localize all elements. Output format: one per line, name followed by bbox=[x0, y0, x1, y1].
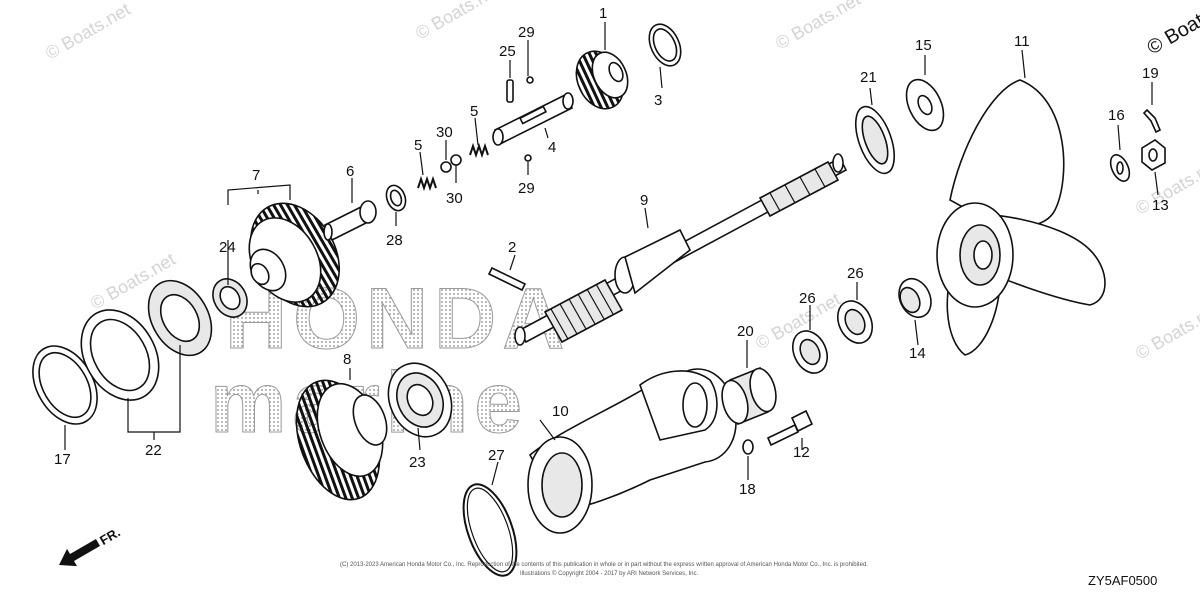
callout-23: 23 bbox=[409, 454, 426, 471]
pin-25 bbox=[507, 80, 513, 102]
callout-5-left: 5 bbox=[414, 137, 422, 154]
shift-shaft-4 bbox=[493, 93, 573, 145]
clip-28 bbox=[383, 183, 409, 214]
callout-22: 22 bbox=[145, 442, 162, 459]
callout-8: 8 bbox=[343, 351, 351, 368]
callout-17: 17 bbox=[54, 451, 71, 468]
callout-27: 27 bbox=[488, 447, 505, 464]
callout-10: 10 bbox=[552, 403, 569, 420]
washer-16 bbox=[1107, 152, 1133, 184]
callout-3: 3 bbox=[654, 92, 662, 109]
callout-9: 9 bbox=[640, 192, 648, 209]
watermark-text: © Boats.net bbox=[42, 0, 134, 63]
bolt-12 bbox=[768, 411, 812, 445]
copyright-text: (C) 2013-2023 American Honda Motor Co., … bbox=[340, 562, 868, 568]
callout-15: 15 bbox=[915, 37, 932, 54]
callout-11: 11 bbox=[1014, 33, 1030, 50]
callout-25: 25 bbox=[499, 43, 516, 60]
callout-29-bottom: 29 bbox=[518, 180, 535, 197]
clutch-1 bbox=[567, 44, 634, 117]
washer-18 bbox=[743, 440, 753, 454]
callout-2: 2 bbox=[508, 239, 516, 256]
callout-14: 14 bbox=[909, 345, 926, 362]
callout-4: 4 bbox=[548, 139, 556, 156]
callout-24: 24 bbox=[219, 239, 236, 256]
callout-13: 13 bbox=[1152, 197, 1169, 214]
callout-1: 1 bbox=[599, 5, 607, 22]
spring-5-right bbox=[470, 146, 488, 155]
callout-19: 19 bbox=[1142, 65, 1159, 82]
watermark-text: © Boats.net bbox=[412, 0, 504, 43]
copyright-text-2: Illustrations © Copyright 2004 - 2017 by… bbox=[520, 570, 698, 577]
watermark-text: © Boats.net bbox=[1132, 299, 1200, 363]
bushing-14 bbox=[893, 274, 937, 323]
watermark-text: © Boats.net bbox=[772, 0, 864, 53]
washer-15 bbox=[899, 74, 951, 136]
spring-5-left bbox=[418, 179, 436, 188]
diagram-code: ZY5AF0500 bbox=[1088, 573, 1157, 588]
callout-6: 6 bbox=[346, 163, 354, 180]
callout-28: 28 bbox=[386, 232, 403, 249]
front-direction-arrow-icon: FR. bbox=[54, 522, 124, 574]
callout-20: 20 bbox=[737, 323, 754, 340]
shift-pin-6 bbox=[324, 201, 376, 240]
callout-29-top: 29 bbox=[518, 24, 535, 41]
pin-29-top bbox=[527, 77, 533, 83]
propeller-11 bbox=[937, 80, 1105, 355]
pin-29-bottom bbox=[525, 155, 531, 161]
gearcase-cap-10 bbox=[528, 369, 736, 533]
callout-12: 12 bbox=[793, 444, 810, 461]
callout-30-top: 30 bbox=[436, 124, 453, 141]
spring-ring-3 bbox=[643, 19, 687, 71]
callout-30-bottom: 30 bbox=[446, 190, 463, 207]
cotter-pin-19 bbox=[1144, 110, 1160, 132]
callout-26-right: 26 bbox=[847, 265, 864, 282]
callout-21: 21 bbox=[860, 69, 877, 86]
balls-30 bbox=[441, 155, 461, 172]
callout-16: 16 bbox=[1108, 107, 1125, 124]
callout-26-left: 26 bbox=[799, 290, 816, 307]
callout-5-right: 5 bbox=[470, 103, 478, 120]
callout-18: 18 bbox=[739, 481, 756, 498]
thrust-bearing-21 bbox=[848, 102, 902, 179]
copyright-footer: (C) 2013-2023 American Honda Motor Co., … bbox=[340, 562, 868, 577]
callout-7: 7 bbox=[252, 167, 260, 184]
brand-lettering: HONDA marine bbox=[210, 271, 570, 451]
front-marker-text: FR. bbox=[97, 524, 123, 547]
watermark-text-dark: © Boats.net bbox=[1144, 0, 1200, 59]
nut-13 bbox=[1142, 140, 1165, 170]
